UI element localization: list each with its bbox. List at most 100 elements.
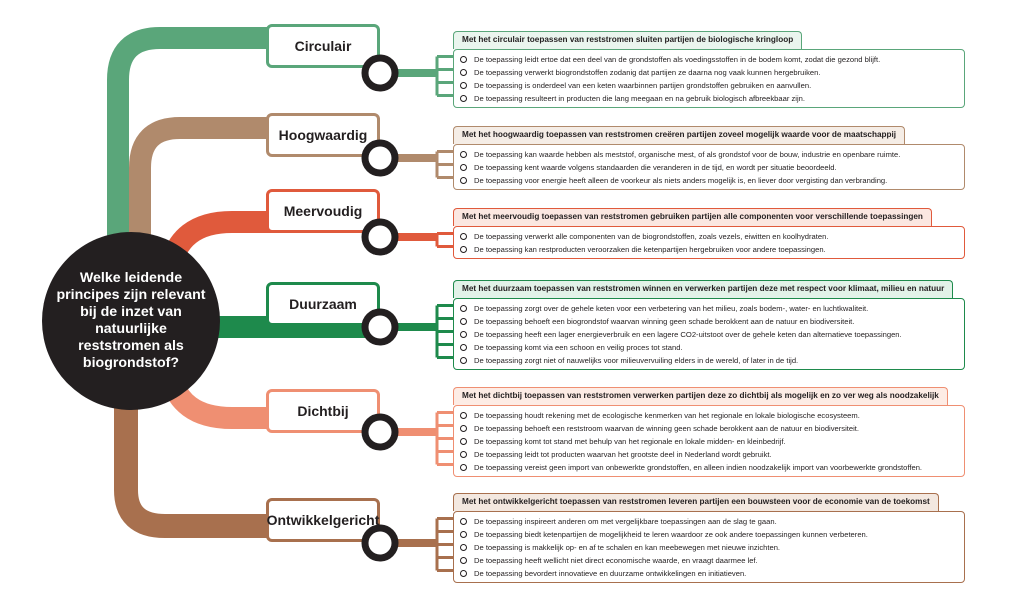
bullet-text: De toepassing behoeft een biogrondstof w… — [474, 317, 855, 326]
bullet-dot-icon — [460, 425, 467, 432]
bullet-dot-icon — [460, 570, 467, 577]
bullet-text: De toepassing resulteert in producten di… — [474, 94, 805, 103]
bullet-dot-icon — [460, 318, 467, 325]
bullet-dot-icon — [460, 305, 467, 312]
bullet-dot-icon — [460, 233, 467, 240]
bullet-item: De toepassing heeft wellicht niet direct… — [460, 554, 960, 567]
bullet-list: De toepassing houdt rekening met de ecol… — [453, 405, 965, 477]
bullet-item: De toepassing bevordert innovatieve en d… — [460, 567, 960, 580]
bullet-dot-icon — [460, 82, 467, 89]
description-title: Met het duurzaam toepassen van reststrom… — [453, 280, 954, 298]
principle-label-circulair: Circulair — [266, 24, 380, 68]
bullet-dot-icon — [460, 544, 467, 551]
bullet-item: De toepassing verwerkt biogrondstoffen z… — [460, 66, 960, 79]
bullet-text: De toepassing houdt rekening met de ecol… — [474, 411, 860, 420]
bullet-item: De toepassing behoeft een biogrondstof w… — [460, 315, 960, 328]
bullet-dot-icon — [460, 518, 467, 525]
principle-description-dichtbij: Met het dichtbij toepassen van reststrom… — [453, 385, 965, 477]
branch-band-hoogwaardig — [129, 117, 275, 262]
principle-label-meervoudig: Meervoudig — [266, 189, 380, 233]
bullet-text: De toepassing is onderdeel van een keten… — [474, 81, 812, 90]
bullet-list: De toepassing kan waarde hebben als mest… — [453, 144, 965, 190]
principle-description-duurzaam: Met het duurzaam toepassen van reststrom… — [453, 278, 965, 370]
bullet-item: De toepassing houdt rekening met de ecol… — [460, 409, 960, 422]
bullet-text: De toepassing biedt ketenpartijen de mog… — [474, 530, 868, 539]
bullet-text: De toepassing voor energie heeft alleen … — [474, 176, 888, 185]
bullet-dot-icon — [460, 357, 467, 364]
bullet-item: De toepassing komt tot stand met behulp … — [460, 435, 960, 448]
bullet-text: De toepassing heeft wellicht niet direct… — [474, 556, 758, 565]
bullet-text: De toepassing komt via een schoon en vei… — [474, 343, 683, 352]
principle-label-duurzaam: Duurzaam — [266, 282, 380, 326]
branch-band-ontwikkelgericht — [114, 400, 275, 538]
bullet-item: De toepassing verwerkt alle componenten … — [460, 230, 960, 243]
bullet-list: De toepassing verwerkt alle componenten … — [453, 226, 965, 259]
bullet-item: De toepassing kan restproducten veroorza… — [460, 243, 960, 256]
bullet-text: De toepassing leidt ertoe dat een deel v… — [474, 55, 881, 64]
description-title: Met het dichtbij toepassen van reststrom… — [453, 387, 948, 405]
description-title: Met het circulair toepassen van reststro… — [453, 31, 803, 49]
bullet-text: De toepassing kent waarde volgens standa… — [474, 163, 837, 172]
bullet-item: De toepassing kent waarde volgens standa… — [460, 161, 960, 174]
bullet-item: De toepassing leidt ertoe dat een deel v… — [460, 53, 960, 66]
bullet-item: De toepassing biedt ketenpartijen de mog… — [460, 528, 960, 541]
bullet-dot-icon — [460, 95, 467, 102]
bullet-dot-icon — [460, 246, 467, 253]
bullet-list: De toepassing leidt ertoe dat een deel v… — [453, 49, 965, 108]
bullet-dot-icon — [460, 451, 467, 458]
bullet-item: De toepassing kan waarde hebben als mest… — [460, 148, 960, 161]
bullet-dot-icon — [460, 531, 467, 538]
bullet-text: De toepassing leidt tot producten waarva… — [474, 450, 772, 459]
bullet-dot-icon — [460, 438, 467, 445]
bullet-item: De toepassing heeft een lager energiever… — [460, 328, 960, 341]
principle-description-hoogwaardig: Met het hoogwaardig toepassen van restst… — [453, 124, 965, 190]
bullet-dot-icon — [460, 164, 467, 171]
bullet-item: De toepassing behoeft een reststroom waa… — [460, 422, 960, 435]
bullet-item: De toepassing resulteert in producten di… — [460, 92, 960, 105]
bullet-text: De toepassing vereist geen import van on… — [474, 463, 923, 472]
bullet-dot-icon — [460, 464, 467, 471]
bullet-text: De toepassing zorgt niet of nauwelijks v… — [474, 356, 799, 365]
bullet-list: De toepassing inspireert anderen om met … — [453, 511, 965, 583]
bullet-text: De toepassing behoeft een reststroom waa… — [474, 424, 859, 433]
bullet-text: De toepassing bevordert innovatieve en d… — [474, 569, 747, 578]
bullet-text: De toepassing is makkelijk op- en af te … — [474, 543, 781, 552]
principle-description-ontwikkelgericht: Met het ontwikkelgericht toepassen van r… — [453, 491, 965, 583]
principle-description-circulair: Met het circulair toepassen van reststro… — [453, 29, 965, 108]
bullet-item: De toepassing komt via een schoon en vei… — [460, 341, 960, 354]
description-title: Met het hoogwaardig toepassen van restst… — [453, 126, 906, 144]
bullet-dot-icon — [460, 344, 467, 351]
principle-label-ontwikkelgericht: Ontwikkelgericht — [266, 498, 380, 542]
bullet-text: De toepassing kan waarde hebben als mest… — [474, 150, 901, 159]
principle-description-meervoudig: Met het meervoudig toepassen van reststr… — [453, 206, 965, 259]
bullet-item: De toepassing vereist geen import van on… — [460, 461, 960, 474]
description-title: Met het meervoudig toepassen van reststr… — [453, 208, 932, 226]
bullet-dot-icon — [460, 331, 467, 338]
bullet-item: De toepassing is makkelijk op- en af te … — [460, 541, 960, 554]
bullet-text: De toepassing komt tot stand met behulp … — [474, 437, 786, 446]
bullet-dot-icon — [460, 557, 467, 564]
bullet-item: De toepassing voor energie heeft alleen … — [460, 174, 960, 187]
bullet-text: De toepassing zorgt over de gehele keten… — [474, 304, 869, 313]
bullet-item: De toepassing zorgt niet of nauwelijks v… — [460, 354, 960, 367]
bullet-dot-icon — [460, 56, 467, 63]
principle-label-hoogwaardig: Hoogwaardig — [266, 113, 380, 157]
branch-band-circulair — [107, 27, 275, 258]
principle-label-dichtbij: Dichtbij — [266, 389, 380, 433]
bullet-dot-icon — [460, 151, 467, 158]
bullet-text: De toepassing heeft een lager energiever… — [474, 330, 902, 339]
central-question: Welke leidende principes zijn relevant b… — [42, 232, 220, 410]
bullet-item: De toepassing leidt tot producten waarva… — [460, 448, 960, 461]
bullet-dot-icon — [460, 69, 467, 76]
bullet-item: De toepassing is onderdeel van een keten… — [460, 79, 960, 92]
bullet-dot-icon — [460, 412, 467, 419]
bullet-text: De toepassing inspireert anderen om met … — [474, 517, 777, 526]
bullet-text: De toepassing verwerkt biogrondstoffen z… — [474, 68, 821, 77]
bullet-dot-icon — [460, 177, 467, 184]
bullet-item: De toepassing zorgt over de gehele keten… — [460, 302, 960, 315]
description-title: Met het ontwikkelgericht toepassen van r… — [453, 493, 939, 511]
bullet-item: De toepassing inspireert anderen om met … — [460, 515, 960, 528]
bullet-text: De toepassing kan restproducten veroorza… — [474, 245, 826, 254]
bullet-text: De toepassing verwerkt alle componenten … — [474, 232, 829, 241]
bullet-list: De toepassing zorgt over de gehele keten… — [453, 298, 965, 370]
